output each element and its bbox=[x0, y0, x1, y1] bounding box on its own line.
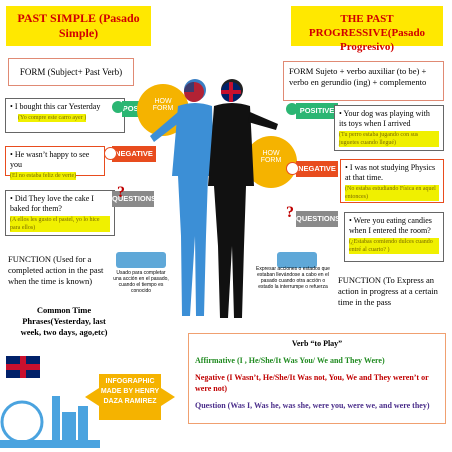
right-how-form-label: HOW FORM bbox=[260, 150, 282, 164]
verb-question: Question (Was I, Was he, was she, were y… bbox=[195, 401, 430, 410]
book-icon bbox=[116, 252, 166, 268]
right-questions-tag: QUESTIONS bbox=[296, 211, 340, 227]
verb-to-play-title: Verb “to Play” bbox=[291, 339, 343, 348]
right-negative-tag: NEGATIVE bbox=[296, 161, 338, 177]
right-positive-tag: POSITIVE bbox=[296, 103, 338, 119]
verb-negative: Negative (I Wasn’t, He/She/It Was not, Y… bbox=[195, 373, 429, 393]
check-icon-right bbox=[286, 103, 298, 115]
arrow-right-icon bbox=[161, 388, 175, 406]
title-past-progressive: THE PAST PROGRESSIVE(Pasado Progresivo) bbox=[291, 6, 443, 53]
question-mark-icon: ? bbox=[117, 184, 125, 201]
right-positive-translation: (Tu perro estaba jugando con sus juguete… bbox=[339, 131, 439, 147]
cross-icon-right bbox=[286, 162, 299, 175]
left-positive-text: • I bought this car Yesterday bbox=[10, 102, 101, 111]
left-negative-translation: (El no estaba feliz de verte) bbox=[10, 172, 77, 180]
uk-flag-icon bbox=[221, 82, 241, 102]
right-positive-card: • Your dog was playing with its toys whe… bbox=[334, 105, 444, 151]
uk-flag-banner-icon bbox=[6, 356, 40, 378]
form-box-past-progressive: FORM Sujeto + verbo auxiliar (to be) + v… bbox=[283, 61, 444, 101]
left-questions-card: • Did They love the cake I baked for the… bbox=[5, 190, 115, 236]
form-box-past-simple: FORM (Subject+ Past Verb) bbox=[8, 58, 134, 86]
book-icon-right bbox=[277, 252, 317, 268]
arrow-left-icon bbox=[85, 388, 99, 406]
right-negative-translation: (No estaba estudiando Física en aquel en… bbox=[345, 185, 439, 201]
left-positive-translation: (Yo compre este carro ayer ) bbox=[18, 114, 87, 122]
left-questions-tag: QUESTIONS bbox=[112, 191, 156, 207]
verb-to-play-box: Verb “to Play” Affirmative (I , He/She/I… bbox=[188, 333, 446, 424]
left-question-translation: (A ellos les gusto el pastel, yo lo hice… bbox=[10, 216, 110, 232]
cross-icon bbox=[104, 147, 117, 160]
left-question-text: • Did They love the cake I baked for the… bbox=[10, 194, 94, 213]
title-past-simple: PAST SIMPLE (Pasado Simple) bbox=[6, 6, 151, 46]
check-icon bbox=[112, 101, 124, 113]
left-how-form-label: HOW FORM bbox=[152, 98, 174, 112]
left-positive-card: • I bought this car Yesterday (Yo compre… bbox=[5, 98, 125, 133]
left-negative-text: • He wasn’t happy to see you bbox=[10, 150, 90, 169]
right-question-text: • Were you eating candies when I entered… bbox=[349, 216, 432, 235]
left-note: Usado para completar una acción en el pa… bbox=[113, 270, 169, 294]
credit-box: INFOGRAPHIC MADE BY HENRY DAZA RAMIREZ bbox=[99, 374, 161, 420]
right-negative-text: • I was not studying Physics at that tim… bbox=[345, 163, 436, 182]
right-note: Expresar acciones o estados que estaban … bbox=[256, 266, 330, 290]
right-positive-text: • Your dog was playing with its toys whe… bbox=[339, 109, 430, 128]
left-negative-card: • He wasn’t happy to see you (El no esta… bbox=[5, 146, 105, 180]
left-function: FUNCTION (Used for a completed action in… bbox=[8, 254, 104, 286]
right-questions-card: • Were you eating candies when I entered… bbox=[344, 212, 444, 262]
question-mark-icon-right: ? bbox=[286, 204, 294, 221]
left-negative-tag: NEGATIVE bbox=[112, 146, 156, 162]
london-skyline-icon bbox=[0, 396, 100, 448]
right-negative-card: • I was not studying Physics at that tim… bbox=[340, 159, 444, 203]
right-function: FUNCTION (To Express an action in progre… bbox=[338, 275, 438, 307]
verb-affirmative: Affirmative (I , He/She/It Was You/ We a… bbox=[195, 356, 385, 365]
left-common-time: Common Time Phrases(Yesterday, last week… bbox=[20, 305, 108, 337]
us-flag-icon bbox=[184, 82, 204, 102]
right-question-translation: (¿Estabas comiendo dulces cuando entré a… bbox=[349, 238, 439, 254]
